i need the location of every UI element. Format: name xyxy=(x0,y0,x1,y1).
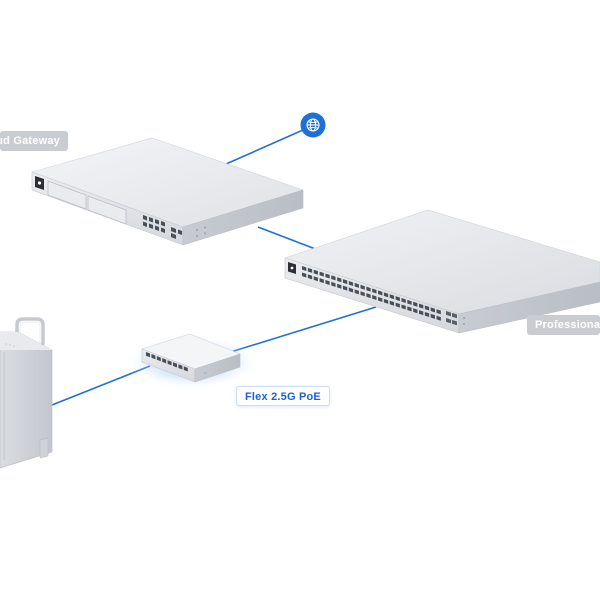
drive-bay-2 xyxy=(87,195,127,225)
switch-port xyxy=(419,310,424,316)
switch-port xyxy=(337,283,342,289)
flex-status-led-icon xyxy=(203,371,207,375)
switch-port xyxy=(389,300,395,306)
link-gateway-pro-switch xyxy=(257,226,319,251)
switch-port xyxy=(342,285,348,291)
flex-port xyxy=(146,352,150,358)
professional-switch-device[interactable] xyxy=(284,209,600,334)
switch-sfp-port xyxy=(452,312,457,319)
switch-port xyxy=(407,306,412,312)
flex-port xyxy=(167,360,172,366)
switch-port xyxy=(354,282,359,288)
switch-sfp-port xyxy=(446,318,451,324)
mac-pro-handle xyxy=(15,317,45,345)
globe-icon xyxy=(306,118,320,132)
switch-port xyxy=(366,286,371,292)
switch-port xyxy=(319,278,324,284)
gateway-ports xyxy=(143,215,182,239)
switch-sfp-port xyxy=(446,311,451,317)
switch-port xyxy=(378,296,383,302)
switch-port xyxy=(424,305,430,311)
switch-port xyxy=(342,279,348,285)
switch-port-array xyxy=(302,266,457,326)
switch-port xyxy=(348,281,354,287)
flex-port-array xyxy=(146,352,207,375)
switch-port xyxy=(413,308,418,314)
switch-port xyxy=(372,288,377,294)
switch-port xyxy=(331,281,336,287)
switch-port xyxy=(302,266,307,271)
flex-port xyxy=(173,362,177,368)
mac-pro-device[interactable] xyxy=(0,317,53,469)
flex-port xyxy=(162,358,167,364)
switch-port xyxy=(395,302,400,308)
switch-port xyxy=(354,289,359,295)
switch-port xyxy=(302,272,307,278)
switch-port xyxy=(360,284,365,290)
switch-port xyxy=(430,313,435,319)
switch-port xyxy=(313,276,318,282)
switch-port xyxy=(319,271,324,277)
switch-port xyxy=(389,294,395,300)
flex-port xyxy=(178,364,183,370)
switch-port xyxy=(331,275,336,281)
switch-port xyxy=(307,267,313,273)
switch-port xyxy=(313,269,318,275)
switch-port xyxy=(413,301,418,307)
switch-port xyxy=(407,299,412,305)
power-led-icon xyxy=(37,181,42,185)
flex-switch-label: Flex 2.5G PoE xyxy=(236,386,330,406)
switch-port xyxy=(424,311,430,317)
switch-port xyxy=(348,287,354,293)
mac-pro-vent xyxy=(5,343,15,347)
flex-port xyxy=(156,356,161,362)
switch-port xyxy=(383,298,389,304)
flex-switch-device[interactable] xyxy=(124,333,260,390)
switch-port xyxy=(383,292,389,298)
flex-port xyxy=(151,354,156,360)
switch-port xyxy=(436,315,441,321)
mac-pro-foot xyxy=(39,437,49,459)
switch-port xyxy=(395,296,400,302)
cloud-gateway-label: ud Gateway xyxy=(0,131,68,151)
cloud-gateway-device[interactable] xyxy=(31,137,304,246)
internet-node[interactable] xyxy=(300,112,326,138)
switch-power-led-icon xyxy=(290,266,294,270)
switch-sfp-port xyxy=(452,319,457,326)
switch-port xyxy=(419,303,424,309)
switch-port xyxy=(401,304,406,310)
switch-port xyxy=(366,293,371,299)
switch-port xyxy=(325,280,330,286)
flex-port xyxy=(183,366,188,372)
drive-bay-1 xyxy=(47,180,87,210)
switch-port xyxy=(430,307,435,313)
switch-port xyxy=(325,273,330,279)
switch-port xyxy=(372,295,377,301)
professional-switch-label: Professional xyxy=(527,315,600,335)
switch-port xyxy=(307,274,313,280)
switch-port xyxy=(378,290,383,296)
switch-port xyxy=(337,277,342,283)
switch-port xyxy=(401,297,406,303)
switch-port xyxy=(360,291,365,297)
switch-port xyxy=(436,309,441,315)
